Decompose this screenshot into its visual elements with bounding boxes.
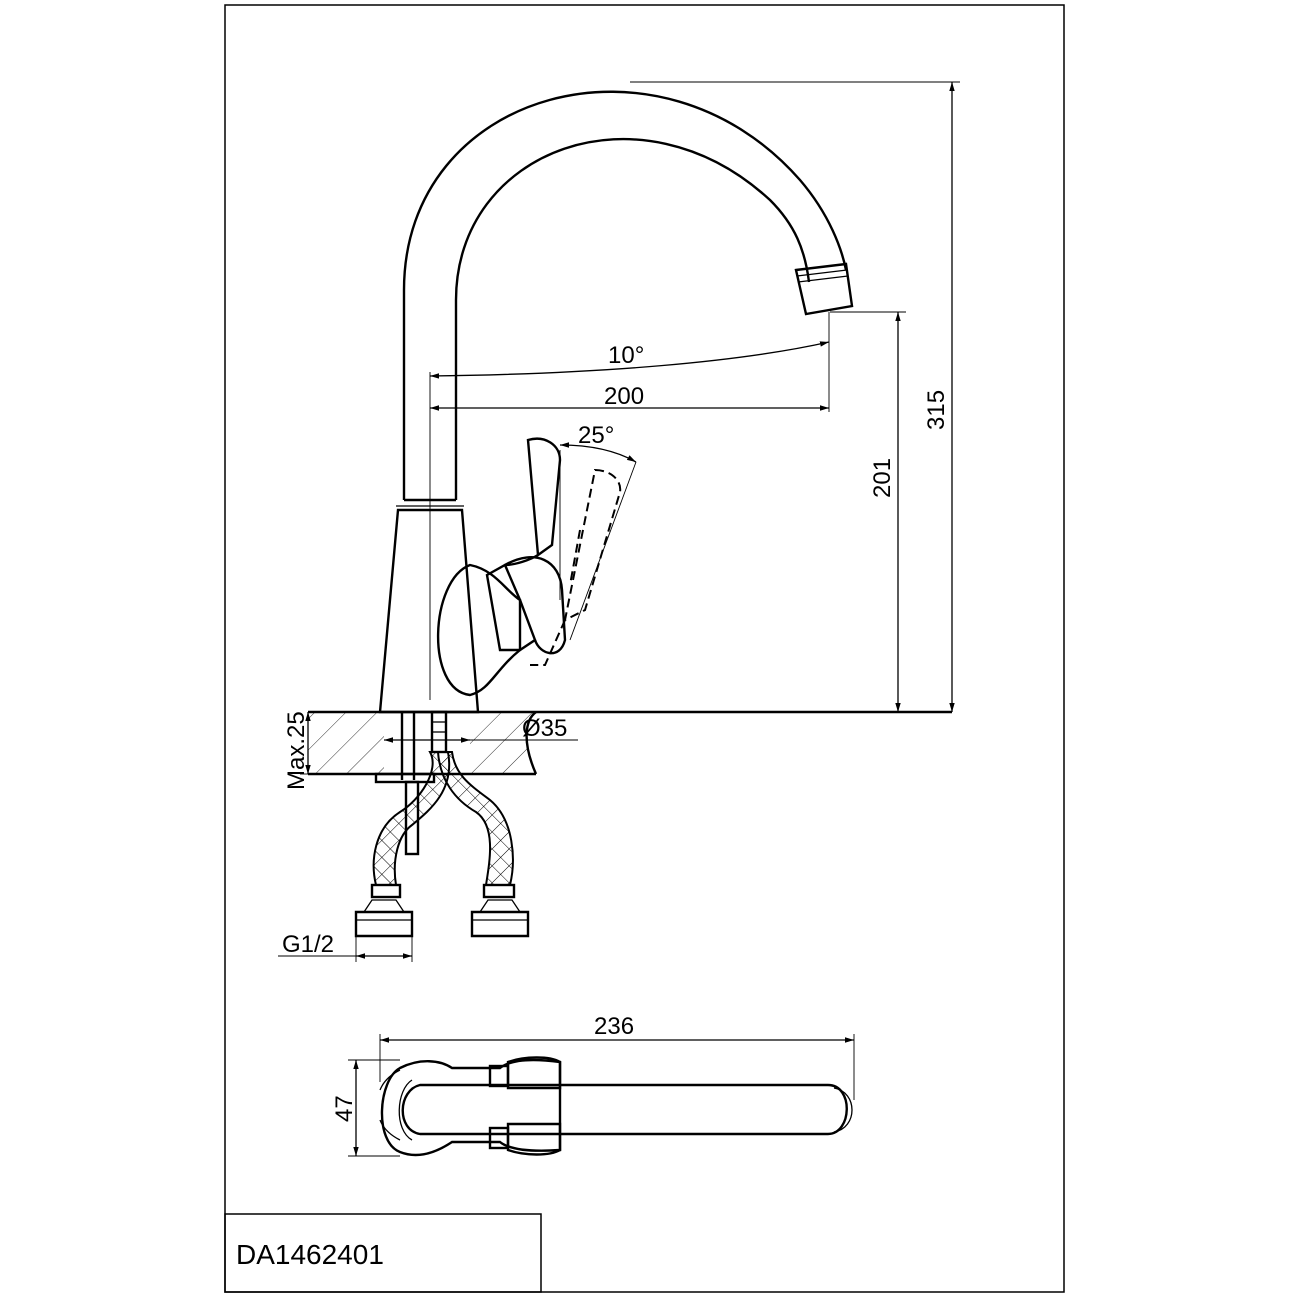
dim-counter-thickness: Max.25 xyxy=(283,711,310,790)
dim-connection-thread: G1/2 xyxy=(282,931,334,958)
title-block xyxy=(224,1213,542,1293)
faucet-plan-view xyxy=(379,1056,853,1157)
dim-hole-diameter: Ø35 xyxy=(522,715,567,742)
dim-spout-height: 201 xyxy=(869,458,896,498)
dim-total-height: 315 xyxy=(923,390,950,430)
dim-spout-angle: 10° xyxy=(608,342,644,369)
dim-lever-angle: 25° xyxy=(578,422,614,449)
sheet-frame xyxy=(224,4,1065,1293)
product-code: DA1462401 xyxy=(236,1239,384,1270)
dim-spout-reach: 200 xyxy=(604,383,644,410)
dim-plan-length: 236 xyxy=(594,1013,634,1040)
faucet-side-view: 25° xyxy=(308,90,952,938)
dim-plan-width: 47 xyxy=(331,1095,358,1122)
